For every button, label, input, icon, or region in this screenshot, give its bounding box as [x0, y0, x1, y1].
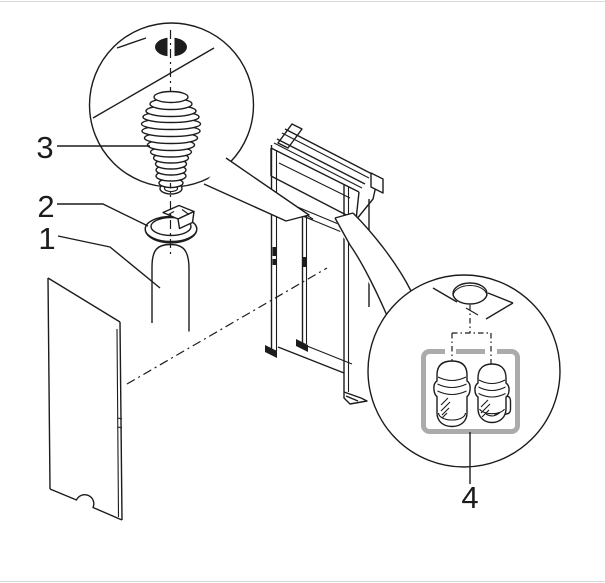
leader-lines: [57, 145, 471, 484]
frame-foot-left: [265, 345, 277, 358]
callout-pointer-bottom: [334, 212, 412, 319]
sheet-corner-lines: [432, 287, 514, 320]
cover-panel: [47, 277, 123, 521]
panel-notch: [49, 488, 123, 521]
frame-top-box: [270, 123, 384, 221]
detail-callout-bottom: [367, 274, 561, 468]
callout-pointer-top: [203, 157, 310, 222]
plug-left: [433, 360, 471, 428]
plug-left-hatching: [440, 397, 451, 419]
part-label-3: 3: [36, 130, 53, 165]
panel-slot: [117, 417, 123, 429]
part-label-4: 4: [461, 480, 478, 515]
mounting-hole-top: [155, 36, 187, 58]
frame-foot-right: [343, 391, 368, 405]
part-label-1: 1: [38, 221, 55, 256]
mounting-hole-bottom: [452, 282, 488, 305]
ribbed-hose-adapter: [140, 90, 202, 195]
exhaust-hose: [151, 243, 190, 332]
leader-part-2: [57, 203, 149, 227]
frame-foot-rear: [296, 339, 308, 352]
leader-part-1: [57, 235, 161, 289]
panel-edge-line-short: [116, 37, 147, 49]
wall-mount-frame: [257, 123, 384, 405]
plug-right: [474, 363, 512, 424]
part-label-2: 2: [37, 189, 54, 224]
part-labels: 3 2 1 4: [36, 130, 478, 515]
frame-right-tab: [370, 172, 384, 194]
plug-right-hatching: [480, 399, 491, 418]
panel-edge-line-long: [92, 47, 215, 119]
alignment-centerline: [126, 267, 328, 385]
